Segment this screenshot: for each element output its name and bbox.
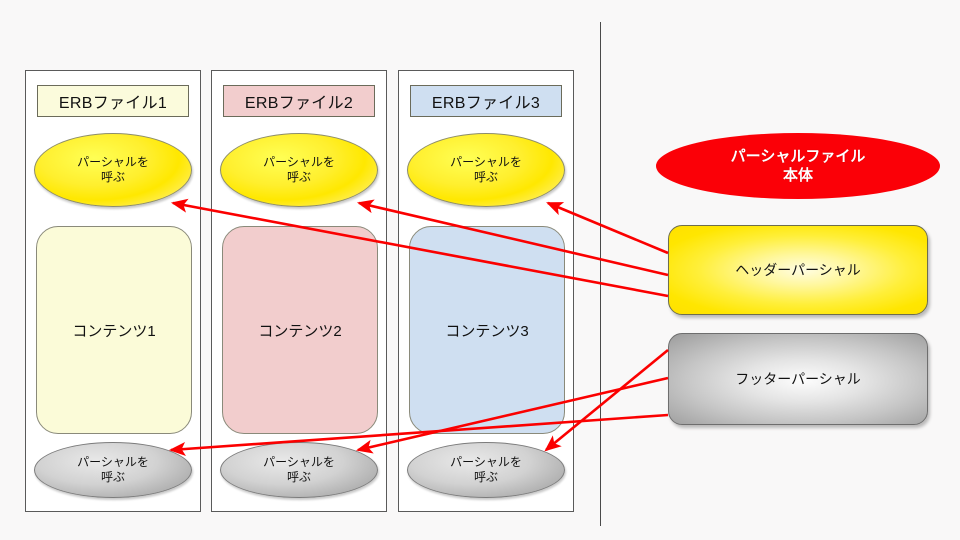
call-partial-bottom-label-3: パーシャルを 呼ぶ bbox=[450, 455, 522, 484]
call-partial-top-ellipse-1: パーシャルを 呼ぶ bbox=[34, 133, 192, 207]
content-label-2: コンテンツ2 bbox=[258, 322, 342, 340]
content-label-1: コンテンツ1 bbox=[72, 322, 156, 340]
vertical-divider bbox=[600, 22, 601, 526]
call-partial-top-label-2: パーシャルを 呼ぶ bbox=[263, 155, 335, 184]
content-box-2: コンテンツ2 bbox=[222, 226, 378, 434]
erb-title-box-2: ERBファイル2 bbox=[223, 85, 375, 117]
call-partial-bottom-ellipse-1: パーシャルを 呼ぶ bbox=[34, 442, 192, 498]
partial-file-body-label-line2: 本体 bbox=[782, 167, 813, 184]
footer-partial-label: フッターパーシャル bbox=[735, 371, 861, 387]
footer-partial-box: フッターパーシャル bbox=[668, 333, 928, 425]
erb-title-box-1: ERBファイル1 bbox=[37, 85, 189, 117]
header-partial-label: ヘッダーパーシャル bbox=[735, 262, 861, 278]
call-partial-bottom-ellipse-3: パーシャルを 呼ぶ bbox=[407, 442, 565, 498]
erb-title-label-2: ERBファイル2 bbox=[244, 95, 354, 112]
partial-file-body-label-line1: パーシャルファイル bbox=[730, 147, 866, 165]
call-partial-bottom-label-1: パーシャルを 呼ぶ bbox=[77, 455, 149, 484]
content-box-3: コンテンツ3 bbox=[409, 226, 565, 434]
erb-title-box-3: ERBファイル3 bbox=[410, 85, 562, 117]
call-partial-bottom-label-2: パーシャルを 呼ぶ bbox=[263, 455, 335, 484]
erb-title-label-1: ERBファイル1 bbox=[58, 95, 168, 112]
content-box-1: コンテンツ1 bbox=[36, 226, 192, 434]
erb-title-label-3: ERBファイル3 bbox=[431, 95, 541, 112]
call-partial-top-ellipse-2: パーシャルを 呼ぶ bbox=[220, 133, 378, 207]
call-partial-top-label-1: パーシャルを 呼ぶ bbox=[77, 155, 149, 184]
call-partial-top-ellipse-3: パーシャルを 呼ぶ bbox=[407, 133, 565, 207]
partial-file-body-ellipse: パーシャルファイル 本体 bbox=[656, 133, 940, 199]
call-partial-bottom-ellipse-2: パーシャルを 呼ぶ bbox=[220, 442, 378, 498]
content-label-3: コンテンツ3 bbox=[445, 322, 529, 340]
header-partial-box: ヘッダーパーシャル bbox=[668, 225, 928, 315]
call-partial-top-label-3: パーシャルを 呼ぶ bbox=[450, 155, 522, 184]
